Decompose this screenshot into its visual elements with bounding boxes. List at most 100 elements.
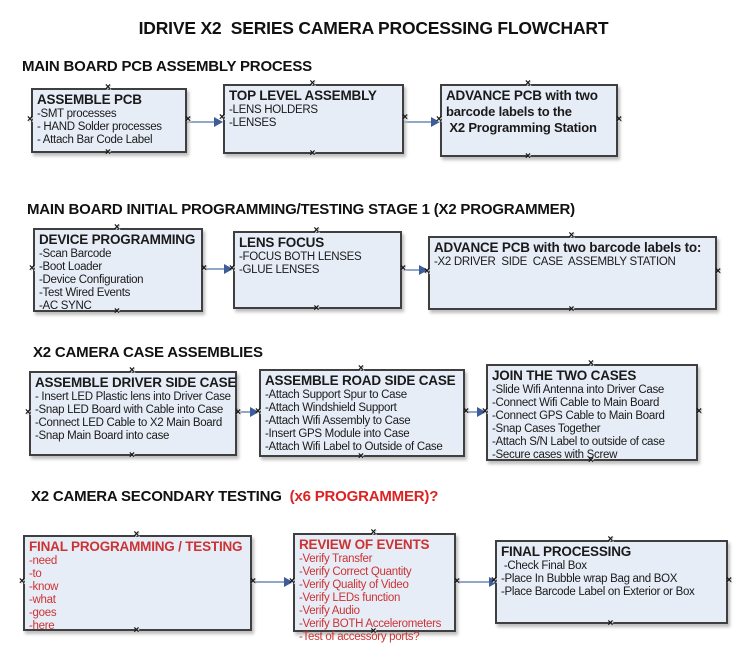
connection-handle-icon: × [313,303,320,314]
connection-handle-icon: × [229,263,235,274]
connection-handle-icon: × [358,363,364,374]
box-line: - Insert LED Plastic lens into Driver Ca… [35,391,231,403]
connection-handle-icon: × [525,151,531,162]
box-line: -Test of accessory ports? [299,631,420,643]
connection-handle-icon: × [400,263,406,274]
box-line: -Connect LED Cable to X2 Main Board [35,417,223,429]
box-title: REVIEW OF EVENTS [299,537,430,552]
box-line: -Place Barcode Label on Exterior or Box [501,586,695,598]
connection-handle-icon: × [185,113,191,125]
connection-handle-icon: × [309,148,316,159]
box-line: -Slide Wifi Antenna into Driver Case [492,384,664,396]
heading-black-part: X2 CAMERA SECONDARY TESTING [31,488,286,505]
arrow-shaft [204,268,226,270]
flow-arrow: × [248,576,293,588]
box-line: -goes [29,607,57,619]
flow-box-advance-pcb-driver-side-station: × × × × ADVANCE PCB with two barcode lab… [424,231,721,315]
box-line: -Attach Wifi Assembly to Case [265,415,411,427]
box-line: -Verify Audio [299,605,360,617]
box-title: JOIN THE TWO CASES [492,368,637,383]
box-line: -Snap Cases Together [492,423,601,435]
box-line: barcode labels to the [446,104,572,119]
box-line: -Verify Quality of Video [299,579,409,591]
connection-handle-icon: × [616,113,622,125]
connection-handle-icon: × [133,529,140,540]
connection-handle-icon: × [25,406,31,418]
arrow-head-icon [489,577,498,587]
arrow-shaft [405,121,433,123]
box-line: -Scan Barcode [39,248,112,260]
connection-handle-icon: × [129,365,135,376]
connection-handle-icon: × [370,626,377,637]
flow-box-lens-focus: × × × × LENS FOCUS -FOCUS BOTH LENSES -G… [229,226,406,314]
connection-handle-icon: × [255,406,261,417]
connection-handle-icon: × [313,225,320,236]
flow-box-device-programming: × × × × DEVICE PROGRAMMING -Scan Barcode… [29,223,207,317]
connection-handle-icon: × [696,405,702,417]
flow-arrow: × [183,116,223,128]
box-line: -to [29,568,42,580]
connection-handle-icon: × [19,576,25,587]
arrow-shaft [457,581,491,583]
box-title: ASSEMBLE DRIVER SIDE CASE [35,375,237,390]
arrow-shaft [253,581,286,583]
box-line: - HAND Solder processes [37,121,162,133]
arrow-head-icon [284,577,293,587]
box-title: TOP LEVEL ASSEMBLY [229,88,377,103]
connection-handle-icon: × [129,450,135,461]
connection-handle-icon: × [588,455,594,466]
arrow-head-icon [224,264,233,274]
connection-handle-icon: × [250,576,256,587]
connection-handle-icon: × [491,575,497,586]
connection-handle-icon: × [29,263,35,274]
connection-handle-icon: × [235,406,241,418]
connection-handle-icon: × [463,406,469,417]
box-line: -Snap Main Board into case [35,430,170,442]
box-line: -AC SYNC [39,300,92,312]
connection-handle-icon: × [482,405,488,417]
connection-handle-icon: × [607,618,614,629]
box-line: -Place In Bubble wrap Bag and BOX [501,573,678,585]
arrow-shaft [403,269,421,271]
box-line: -Snap LED Board with Cable into Case [35,404,224,416]
arrow-head-icon [419,265,428,275]
connection-handle-icon: × [309,78,316,89]
connection-handle-icon: × [726,575,732,586]
connection-handle-icon: × [133,625,140,636]
box-line: -Attach Wifi Label to Outside of Case [265,441,443,453]
box-title: FINAL PROCESSING [501,544,632,559]
flow-box-final-programming-testing: × × × × FINAL PROGRAMMING / TESTING -nee… [19,530,256,636]
connection-handle-icon: × [424,266,430,277]
box-line: -know [29,581,59,593]
connection-handle-icon: × [358,451,364,462]
box-line: -SMT processes [37,108,117,120]
arrow-head-icon [214,117,223,127]
box-line: -Test Wired Events [39,287,131,299]
box-line: -Boot Loader [39,261,102,273]
connection-handle-icon: × [105,147,111,158]
box-line: -LENS HOLDERS [229,104,318,116]
flow-box-review-of-events: × × × × REVIEW OF EVENTS -Verify Transfe… [289,528,460,644]
connection-handle-icon: × [454,575,460,587]
section-heading-initial-programming: MAIN BOARD INITIAL PROGRAMMING/TESTING S… [27,201,575,218]
arrow-shaft [238,411,252,413]
box-line: -FOCUS BOTH LENSES [239,251,362,263]
box-line: -Verify Transfer [299,553,373,565]
box-line: -Attach Support Spur to Case [265,389,407,401]
section-heading-pcb-assembly: MAIN BOARD PCB ASSEMBLY PROCESS [22,58,312,75]
box-line: -GLUE LENSES [239,264,320,276]
box-line: -LENSES [229,117,277,129]
box-title: ADVANCE PCB with two [446,88,598,103]
connection-handle-icon: × [219,112,225,123]
connection-handle-icon: × [568,230,575,241]
box-line: X2 Programming Station [446,120,597,135]
box-title: FINAL PROGRAMMING / TESTING [29,539,243,554]
arrow-shaft [188,121,216,123]
flow-box-join-the-two-cases: × × × × JOIN THE TWO CASES -Slide Wifi A… [482,359,702,466]
box-title: LENS FOCUS [239,235,325,250]
connection-handle-icon: × [525,78,531,89]
box-line: -what [29,594,56,606]
arrow-head-icon [250,407,259,417]
connection-handle-icon: × [27,113,33,125]
